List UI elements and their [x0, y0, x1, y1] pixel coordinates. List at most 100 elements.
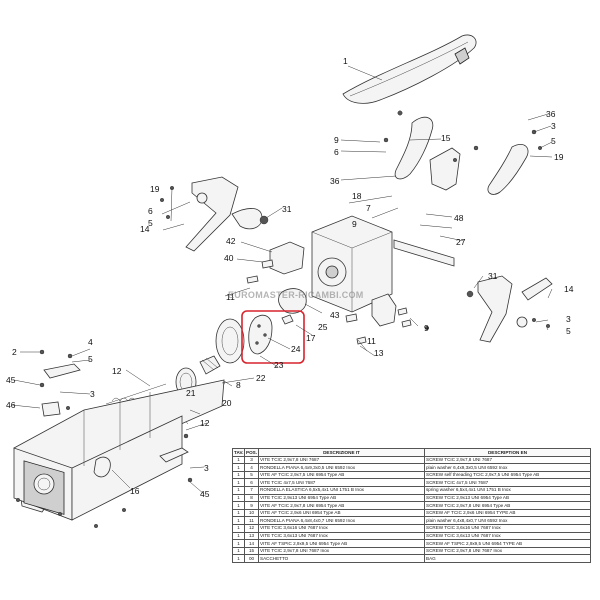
cell-pos: 9	[244, 501, 259, 510]
header-desc-it: DESCRIZIONE IT	[258, 448, 425, 457]
highlight-box-part-24	[241, 310, 305, 364]
cell-tav: 1	[232, 470, 245, 480]
cell-desc-it: RONDELLA PIANA 6,4x8,4x0,7 UNI 6592 Inox	[258, 516, 425, 525]
header-pos: POS.	[244, 448, 259, 457]
watermark-logo: EUROMASTER-RICAMBI.COM	[228, 290, 364, 300]
cell-desc-it: RONDELLA ELASTICA 6,5x5,4x1 UNI 1751 B I…	[258, 485, 425, 495]
cell-tav: 1	[232, 508, 245, 518]
cell-pos: 4	[244, 463, 259, 472]
cell-desc-en: SCREW AF TCIC 2,9x6 UNI 6954 TYPE AB	[424, 508, 591, 518]
callout-labels: 1 36 3 5 19 15 9 6 36 18 7 48 9 27 19 6 …	[6, 56, 574, 499]
cell-pos: 10	[244, 508, 259, 518]
cell-desc-en: plain washer 6,4x9,3x0,5 UNI 6592 Inox	[424, 463, 591, 472]
callout-40: 40	[224, 253, 234, 263]
cell-desc-en: SCREW TCIC 2,9x7,8 UNI 7687	[424, 455, 591, 465]
callout-8: 8	[236, 380, 241, 390]
cell-desc-it: VITE TCIC 3,6x13 UNI 7687 Inox	[258, 531, 425, 541]
cell-tav: 1	[232, 455, 245, 465]
cell-desc-en: SCREW TCIC 3,6x16 UNI 7687 Inox	[424, 523, 591, 533]
cell-pos: 8	[244, 493, 259, 503]
cell-tav: 1	[232, 539, 245, 548]
callout-15: 15	[441, 133, 451, 143]
callout-42: 42	[226, 236, 236, 246]
cell-tav: 1	[232, 546, 245, 556]
cell-desc-en: SCREW AF TSPIC 2,9x9,5 UNI 6954 TYPE AB	[424, 539, 591, 548]
callout-24: 24	[291, 344, 301, 354]
cell-desc-it: VITE TCIC 3,6x16 UNI 7687 Inox	[258, 523, 425, 533]
cell-pos: 6	[244, 478, 259, 487]
callout-12: 12	[112, 366, 122, 376]
part-hinge-arm-right	[487, 143, 529, 195]
cell-desc-it: VITE AF TCIC 2,9x6 UNI 6954 Type AB	[258, 508, 425, 518]
callout-11: 11	[367, 336, 376, 346]
callout-21: 21	[186, 388, 196, 398]
part-24-plate	[248, 314, 294, 355]
cell-pos: 15	[244, 546, 259, 556]
cell-desc-it: VITE AF TCIC 2,9x7,8 UNI 6954 Type AB	[258, 501, 425, 510]
callout-7: 7	[366, 203, 371, 213]
cell-desc-it: VITE AF TSPIC 2,9x9,5 UNI 6954 Type AB	[258, 539, 425, 548]
callout-9: 9	[334, 135, 339, 145]
callout-46: 46	[6, 400, 16, 410]
cell-desc-en: spring washer 6,5x4,4x1 UNI 1751 B Inox	[424, 485, 591, 495]
parts-table: TAV. POS. DESCRIZIONE IT DESCRIPTION EN …	[232, 448, 591, 563]
cell-tav: 1	[232, 478, 245, 487]
cell-pos: 00	[244, 554, 259, 563]
cell-pos: 5	[244, 470, 259, 480]
callout-17: 17	[306, 333, 316, 343]
callout-5: 5	[88, 354, 93, 364]
cell-tav: 1	[232, 463, 245, 472]
cell-desc-en: SCREW TCIC 2,9x7,8 UNI 7687 Inox	[424, 546, 591, 556]
leader-lines	[11, 65, 553, 495]
cell-tav: 1	[232, 501, 245, 510]
cell-tav: 1	[232, 493, 245, 503]
callout-23: 23	[274, 360, 284, 370]
cell-desc-it: RONDELLA PIANA 6,4x9,3x0,5 UNI 6592 Inox	[258, 463, 425, 472]
callout-3: 3	[90, 389, 95, 399]
callout-27: 27	[456, 237, 466, 247]
cell-desc-en: SCREW TCIC 2,9x13 UNI 6954 Type AB	[424, 493, 591, 503]
cell-desc-it: VITE TCIC 2,9x7,8 UNI 7687	[258, 455, 425, 465]
cell-desc-it: VITE TCIC 2,9x13 UNI 6954 Type AB	[258, 493, 425, 503]
header-desc-en: DESCRIPTION EN	[424, 448, 591, 457]
callout-19: 19	[554, 152, 564, 162]
callout-1: 1	[343, 56, 348, 66]
callout-11: 11	[226, 292, 235, 302]
callout-43: 43	[330, 310, 340, 320]
cell-tav: 1	[232, 516, 245, 525]
callout-31: 31	[488, 271, 498, 281]
callout-14: 14	[564, 284, 574, 294]
callout-16: 16	[130, 486, 140, 496]
cell-pos: 11	[244, 516, 259, 525]
cell-pos: 14	[244, 539, 259, 548]
callout-13: 13	[374, 348, 384, 358]
cell-desc-en: SCREW TCIC 3,6x13 UNI 7687 Inox	[424, 531, 591, 541]
callout-14: 14	[140, 224, 150, 234]
callout-6: 6	[148, 206, 153, 216]
callout-3: 3	[566, 314, 571, 324]
callout-25: 25	[318, 322, 328, 332]
cell-tav: 1	[232, 485, 245, 495]
callout-19: 19	[150, 184, 160, 194]
header-tav: TAV.	[232, 448, 245, 457]
callout-3: 3	[551, 121, 556, 131]
callout-31: 31	[282, 204, 292, 214]
cell-desc-it: VITE AF TCIC 2,9x7,5 UNI 6954 Type AB	[258, 470, 425, 480]
callout-20: 20	[222, 398, 232, 408]
cell-desc-it: VITE TCIC 2,9x7,8 UNI 7687 Inox	[258, 546, 425, 556]
cell-pos: 7	[244, 485, 259, 495]
callout-36: 36	[546, 109, 556, 119]
callout-5: 5	[551, 136, 556, 146]
callout-12: 12	[200, 418, 210, 428]
cell-desc-en: SCREW self threading TCIC 2,9x7,5 UNI 69…	[424, 470, 591, 480]
